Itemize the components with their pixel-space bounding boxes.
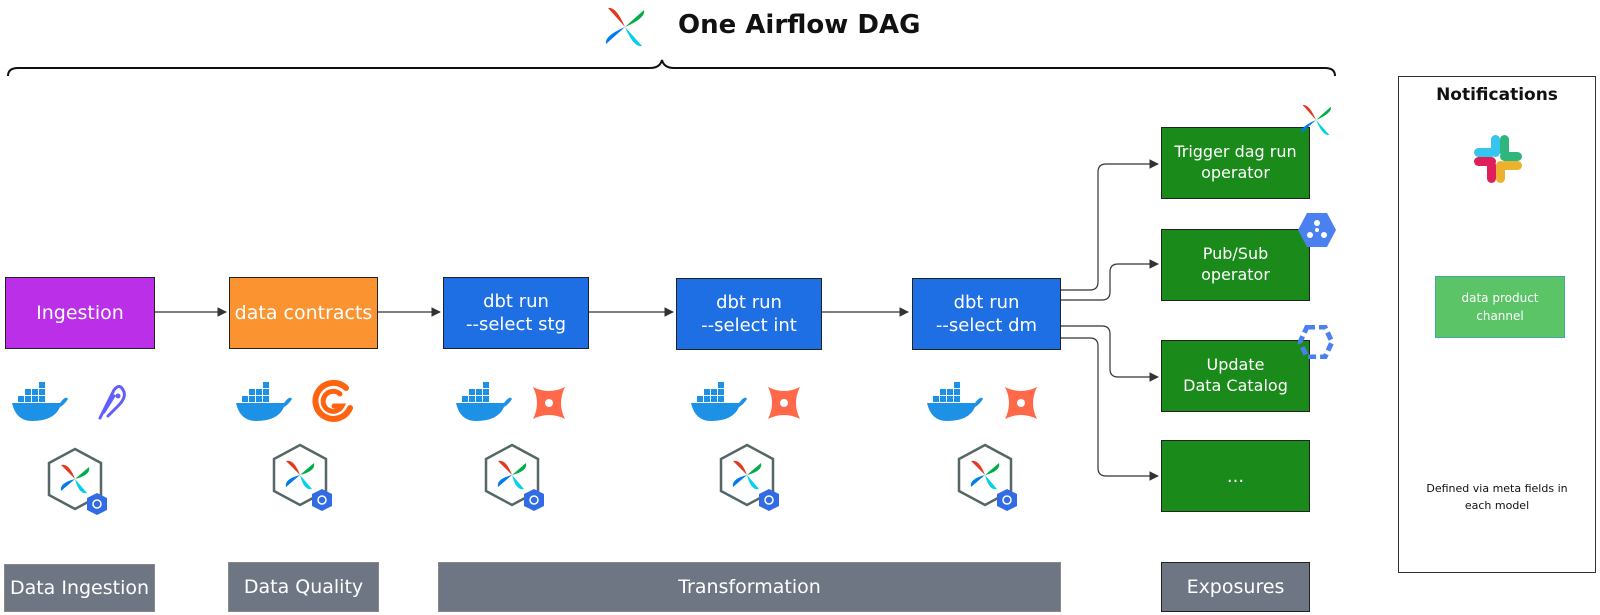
- docker-icon: [927, 382, 983, 421]
- slack-icon: [1474, 135, 1522, 183]
- node-more-exposures[interactable]: ...: [1161, 440, 1310, 512]
- node-dbt-stg-line1: dbt run: [483, 290, 549, 312]
- docker-icon: [456, 382, 512, 421]
- node-dbt-stg-line2: --select stg: [465, 314, 567, 335]
- dbt-icon: [533, 387, 565, 419]
- node-dbt-dm-line1: dbt run: [953, 291, 1020, 313]
- node-dbt-int-line2: --select int: [701, 315, 797, 336]
- edge-dm-trigger: [1060, 159, 1159, 291]
- edge-dm-pubsub: [1060, 259, 1159, 301]
- node-trigger-line2: operator: [1201, 163, 1270, 182]
- docker-icon: [12, 382, 68, 421]
- airflow-icon: [605, 7, 645, 47]
- diagram-title: One Airflow DAG: [678, 10, 921, 40]
- node-trigger-line1: Trigger dag run: [1174, 142, 1297, 162]
- great-expectations-icon: [312, 379, 353, 422]
- node-more-label: ...: [1226, 465, 1245, 487]
- stage-transformation-label: Transformation: [678, 576, 821, 598]
- data-catalog-icon: [1298, 325, 1334, 359]
- node-trigger-dag-run[interactable]: Trigger dag run operator: [1161, 127, 1310, 199]
- node-pubsub-line2: operator: [1201, 265, 1270, 284]
- dbt-icon: [768, 387, 800, 419]
- edge-dm-catalog: [1060, 325, 1159, 382]
- node-ingestion-label: Ingestion: [36, 302, 124, 324]
- node-data-contracts-label: data contracts: [234, 302, 373, 324]
- stage-exposures-label: Exposures: [1186, 576, 1285, 598]
- notification-channel-line1: data product: [1461, 291, 1539, 305]
- stage-data-ingestion: Data Ingestion: [4, 564, 155, 612]
- edge-dm-more: [1060, 337, 1159, 481]
- node-catalog-line2: Data Catalog: [1183, 376, 1288, 395]
- node-pubsub-operator[interactable]: Pub/Sub operator: [1161, 229, 1310, 301]
- node-dbt-dm-line2: --select dm: [935, 315, 1038, 336]
- notification-note: Defined via meta fields in each model: [1399, 481, 1595, 514]
- docker-icon: [691, 382, 747, 421]
- airflow-kubernetes-icon: [484, 443, 544, 511]
- dag-brace: [7, 59, 1336, 77]
- notifications-title: Notifications: [1436, 85, 1558, 105]
- notifications-panel: Notifications data product channel Defin…: [1398, 76, 1596, 573]
- airbyte-icon: [98, 385, 126, 420]
- airflow-icon: [1300, 104, 1332, 136]
- notification-channel-line2: channel: [1476, 309, 1524, 323]
- dbt-icon: [1005, 387, 1037, 419]
- node-data-contracts[interactable]: data contracts: [229, 277, 378, 349]
- node-dbt-dm[interactable]: dbt run --select dm: [912, 278, 1061, 350]
- node-catalog-line1: Update: [1206, 355, 1265, 375]
- stage-exposures: Exposures: [1161, 562, 1310, 612]
- notification-note-line2: each model: [1464, 498, 1530, 512]
- stage-data-quality: Data Quality: [228, 562, 379, 612]
- node-pubsub-line1: Pub/Sub: [1202, 244, 1269, 264]
- stage-data-ingestion-label: Data Ingestion: [9, 577, 150, 599]
- stage-transformation: Transformation: [438, 562, 1061, 612]
- node-update-data-catalog[interactable]: Update Data Catalog: [1161, 340, 1310, 412]
- docker-icon: [236, 382, 292, 421]
- notification-channel[interactable]: data product channel: [1435, 276, 1565, 338]
- pubsub-icon: [1298, 213, 1336, 247]
- node-dbt-int-line1: dbt run: [716, 291, 782, 313]
- airflow-kubernetes-icon: [272, 443, 332, 511]
- node-dbt-stg[interactable]: dbt run --select stg: [443, 277, 589, 349]
- node-dbt-int[interactable]: dbt run --select int: [676, 278, 822, 350]
- airflow-kubernetes-icon: [719, 443, 779, 511]
- notification-note-line1: Defined via meta fields in: [1426, 482, 1568, 495]
- airflow-kubernetes-icon: [47, 447, 107, 515]
- stage-data-quality-label: Data Quality: [243, 576, 364, 598]
- airflow-kubernetes-icon: [957, 443, 1017, 511]
- node-ingestion[interactable]: Ingestion: [5, 277, 155, 349]
